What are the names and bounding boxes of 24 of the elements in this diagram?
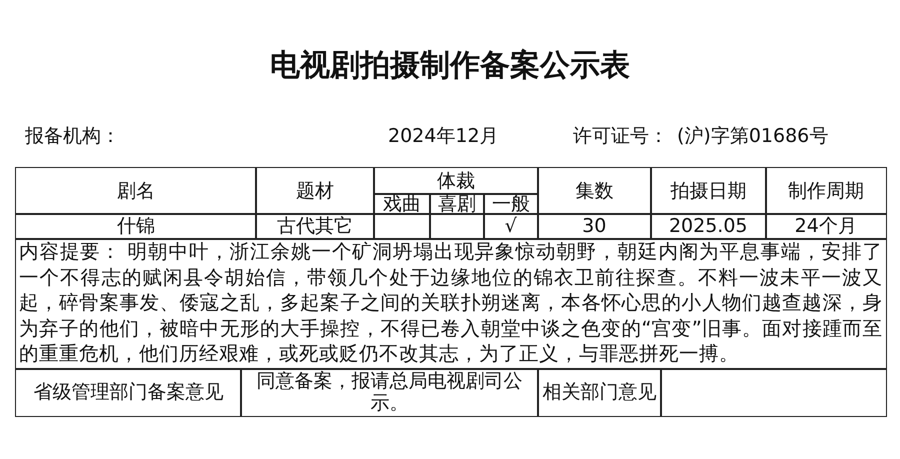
header-text: 许可证号： [573, 124, 668, 148]
header-text: 2024年12月 [388, 124, 499, 148]
table-cell: 喜剧 [429, 193, 484, 214]
table-cell: √ [483, 213, 538, 240]
header-text: (沪)字第01686号 [677, 124, 828, 148]
table-cell: 集数 [537, 167, 652, 214]
table-cell: 体裁 [373, 167, 538, 194]
table-cell: 24个月 [765, 213, 886, 240]
table-cell: 戏曲 [373, 193, 430, 214]
table-cell: 制作周期 [765, 167, 886, 214]
table-cell: 拍摄日期 [650, 167, 766, 214]
title: 电视剧拍摄制作备案公示表 [269, 48, 631, 84]
table-cell: 一般 [483, 193, 538, 214]
table-cell: 内容提要： 明朝中叶，浙江余姚一个矿洞坍塌出现异象惊动朝野，朝廷内阁为平息事端，安排了一个不得志的赋闲县令胡始信，带领几个处于边缘地位的锦衣卫前往探查。不料一波未平一波又起，碎骨案事发、倭寇之乱，多起案子之间的关联扑朔迷离，本各怀心思的小人物们越查越深，身为弃子的他们，被暗中无形的大手操控，不得已卷入朝堂中谈之色变的“宫变”旧事。面对接踵而至的重重危机，他们历经艰难，或死或贬仍不改其志，为了正义，与罪恶拼死一搏。 [15, 238, 886, 370]
table-cell: 题材 [255, 167, 374, 214]
table-cell: 相关部门意见 [537, 368, 662, 416]
table-cell: 30 [537, 213, 652, 240]
table-cell: 同意备案，报请总局电视剧司公示。 [240, 368, 538, 416]
header-text: 报备机构： [25, 124, 120, 148]
table-cell: 什锦 [15, 213, 256, 240]
table-cell: 古代其它 [255, 213, 374, 240]
table-cell: 2025.05 [650, 213, 766, 240]
table-cell: 剧名 [15, 167, 256, 214]
table-cell: 省级管理部门备案意见 [15, 368, 242, 416]
